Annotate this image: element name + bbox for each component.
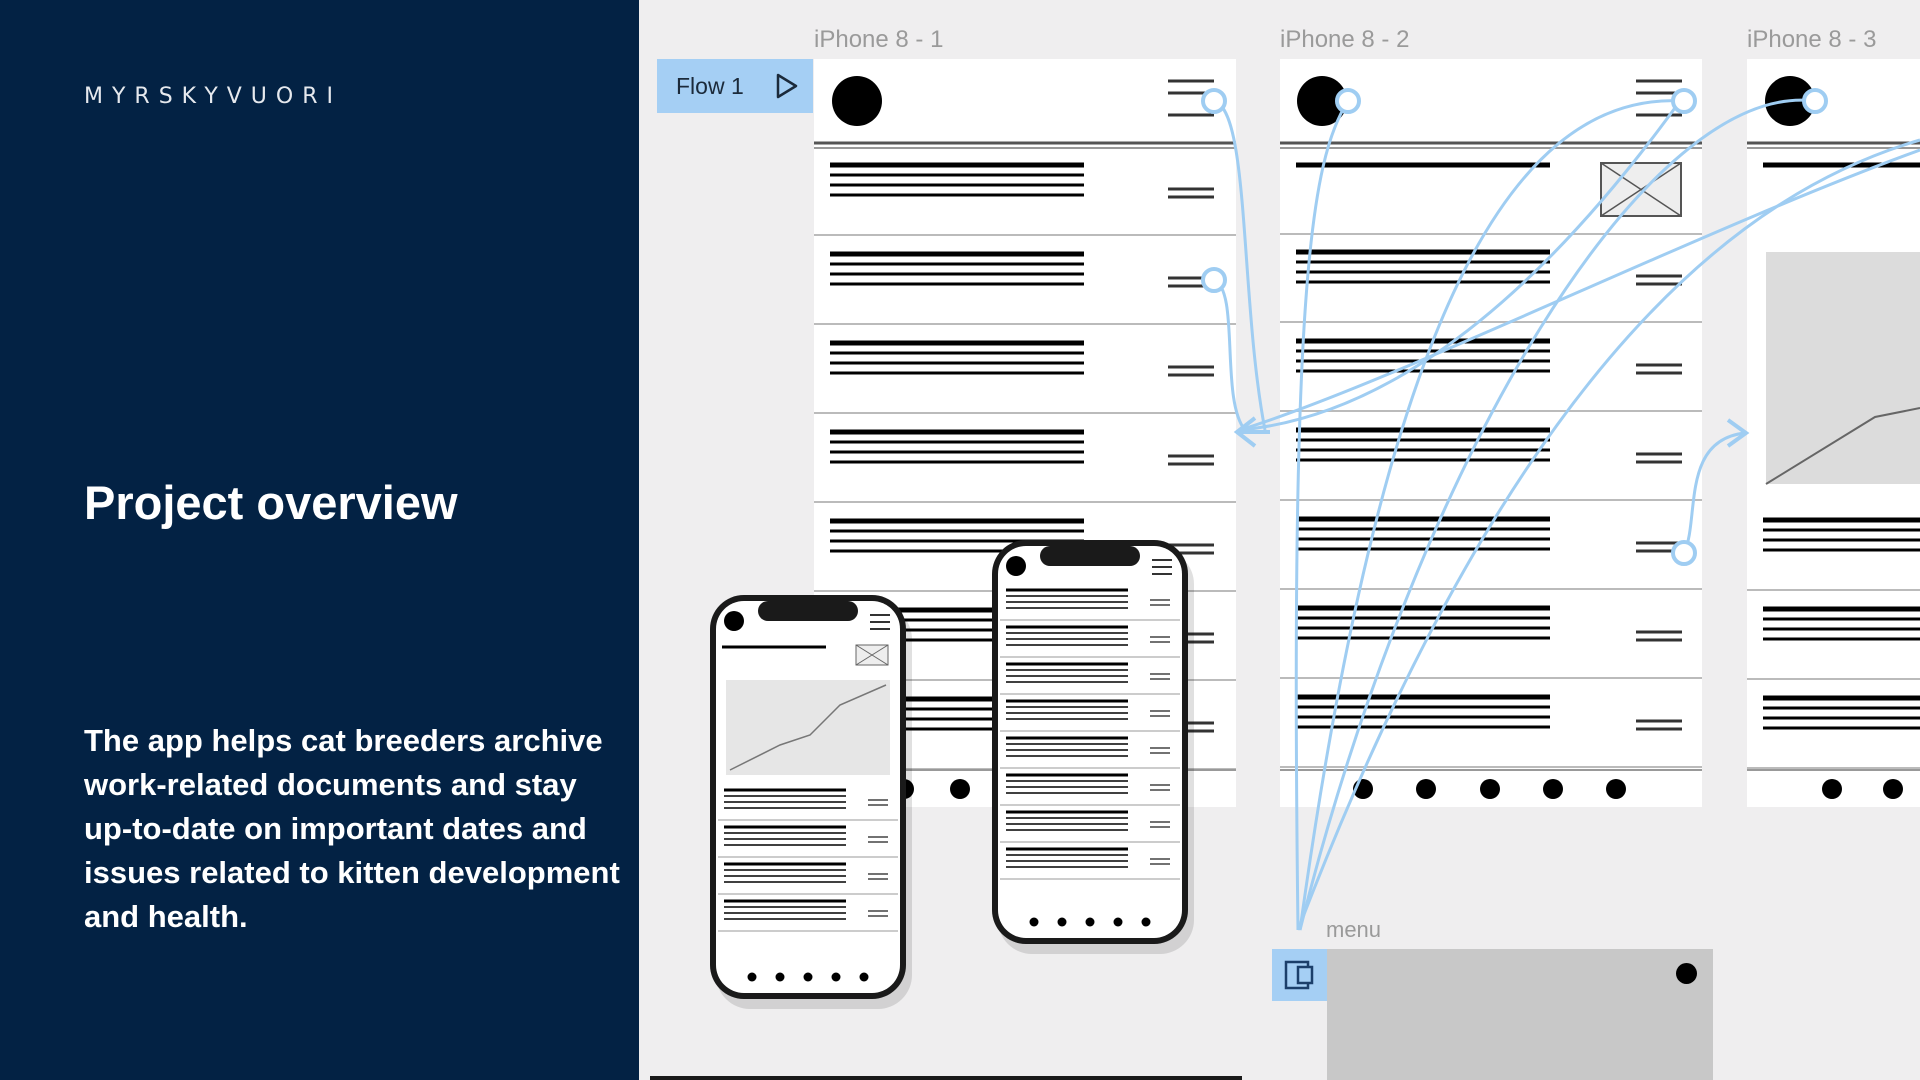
- avatar-dot: [1297, 76, 1347, 126]
- arrow-right-icon: [1726, 418, 1750, 448]
- device-preview-icon[interactable]: [1272, 949, 1327, 1001]
- frame-iphone-3: [1747, 59, 1920, 807]
- phone-mockup-right: [992, 540, 1194, 954]
- prototype-link: [1294, 100, 1350, 931]
- prototype-link: [1213, 99, 1267, 431]
- page-dot: [1822, 779, 1842, 799]
- page-dot: [859, 972, 869, 982]
- page-dot: [1085, 917, 1095, 927]
- page-dot: [950, 779, 970, 799]
- bottom-rule: [650, 1076, 1242, 1080]
- frame-label-menu: menu: [1326, 917, 1382, 942]
- phone-mockup-left: [710, 595, 912, 1009]
- menu-close-dot: [1676, 963, 1697, 984]
- prototype-link: [1298, 98, 1816, 931]
- link-hotspot: [1671, 540, 1697, 566]
- phone-notch: [1040, 546, 1140, 566]
- chart-placeholder: [1766, 252, 1920, 484]
- link-hotspot: [1802, 88, 1828, 114]
- page-dot: [1057, 917, 1067, 927]
- prototype-link: [1682, 431, 1746, 554]
- link-hotspot: [1335, 88, 1361, 114]
- phone-screen: [998, 546, 1182, 938]
- prototype-link: [1239, 100, 1682, 432]
- frame-label-iphone-2: iPhone 8 - 2: [1280, 26, 1410, 53]
- link-hotspot: [1201, 267, 1227, 293]
- frame-label-iphone-1: iPhone 8 - 1: [814, 26, 944, 53]
- device-glyph-icon: [1284, 960, 1313, 990]
- page-dot: [1480, 779, 1500, 799]
- phone-notch: [758, 601, 858, 621]
- left-panel: MYRSKYVUORI Project overview The app hel…: [0, 0, 639, 1080]
- page-dot: [775, 972, 785, 982]
- flow-start-button[interactable]: Flow 1: [657, 59, 813, 113]
- prototype-link: [1298, 99, 1685, 931]
- page-dot: [831, 972, 841, 982]
- page-dot: [1606, 779, 1626, 799]
- prototype-link: [1296, 138, 1920, 931]
- page-dot: [803, 972, 813, 982]
- flow-label: Flow 1: [676, 72, 744, 99]
- arrow-left-icon: [1233, 416, 1270, 448]
- page-dot: [747, 972, 757, 982]
- prototype-links: [1201, 88, 1920, 931]
- avatar-dot: [832, 76, 882, 126]
- link-hotspot: [1671, 88, 1697, 114]
- page-dot: [1883, 779, 1903, 799]
- frame-iphone-2: [1280, 59, 1702, 807]
- page-dot: [1543, 779, 1563, 799]
- project-description: The app helps cat breeders archive work-…: [84, 723, 620, 934]
- page-title: Project overview: [84, 476, 458, 529]
- link-hotspot: [1201, 88, 1227, 114]
- avatar-dot: [1006, 556, 1026, 576]
- menu-frame[interactable]: [1327, 949, 1713, 1080]
- page-dot: [1141, 917, 1151, 927]
- avatar-dot: [724, 611, 744, 631]
- play-icon: [776, 73, 798, 99]
- page-dot: [1029, 917, 1039, 927]
- frame-label-iphone-3: iPhone 8 - 3: [1747, 26, 1877, 53]
- page-dot: [1113, 917, 1123, 927]
- prototype-link: [1239, 148, 1920, 432]
- page-dot: [1416, 779, 1436, 799]
- brand-name: MYRSKYVUORI: [84, 84, 342, 109]
